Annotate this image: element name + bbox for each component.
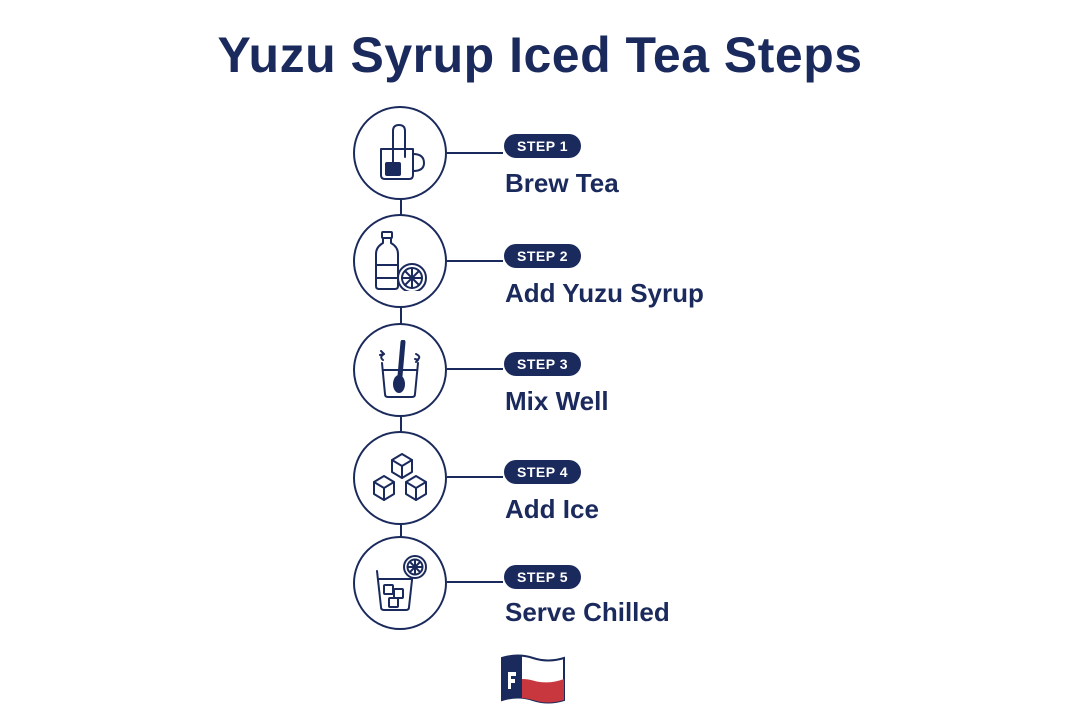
step-5-label: Serve Chilled: [505, 597, 670, 627]
step-2-badge: STEP 2: [504, 244, 581, 268]
step-5-connector: [447, 581, 503, 583]
step-5-badge: STEP 5: [504, 565, 581, 589]
step-5-icon-circle: [353, 536, 447, 630]
page-title: Yuzu Syrup Iced Tea Steps: [217, 27, 863, 83]
tea-mug-icon: [380, 124, 425, 180]
step-3-connector: [447, 368, 503, 370]
step-2-label: Add Yuzu Syrup: [505, 278, 704, 308]
texas-flag-logo-icon: [501, 654, 565, 704]
step-2-icon-circle: [353, 214, 447, 308]
syrup-bottle-citrus-icon: [375, 231, 427, 291]
step-4-connector: [447, 476, 503, 478]
step-4-icon-circle: [353, 431, 447, 525]
step-1-icon-circle: [353, 106, 447, 200]
step-3-icon-circle: [353, 323, 447, 417]
step-4-label: Add Ice: [505, 494, 599, 524]
step-1-label: Brew Tea: [505, 168, 619, 198]
step-1-connector: [447, 152, 503, 154]
step-3-label: Mix Well: [505, 386, 609, 416]
step-1-badge: STEP 1: [504, 134, 581, 158]
step-4-badge: STEP 4: [504, 460, 581, 484]
iced-glass-icon: [376, 555, 427, 611]
step-2-connector: [447, 260, 503, 262]
stirring-spoon-icon: [379, 340, 421, 398]
ice-cubes-icon: [373, 453, 427, 501]
step-3-badge: STEP 3: [504, 352, 581, 376]
